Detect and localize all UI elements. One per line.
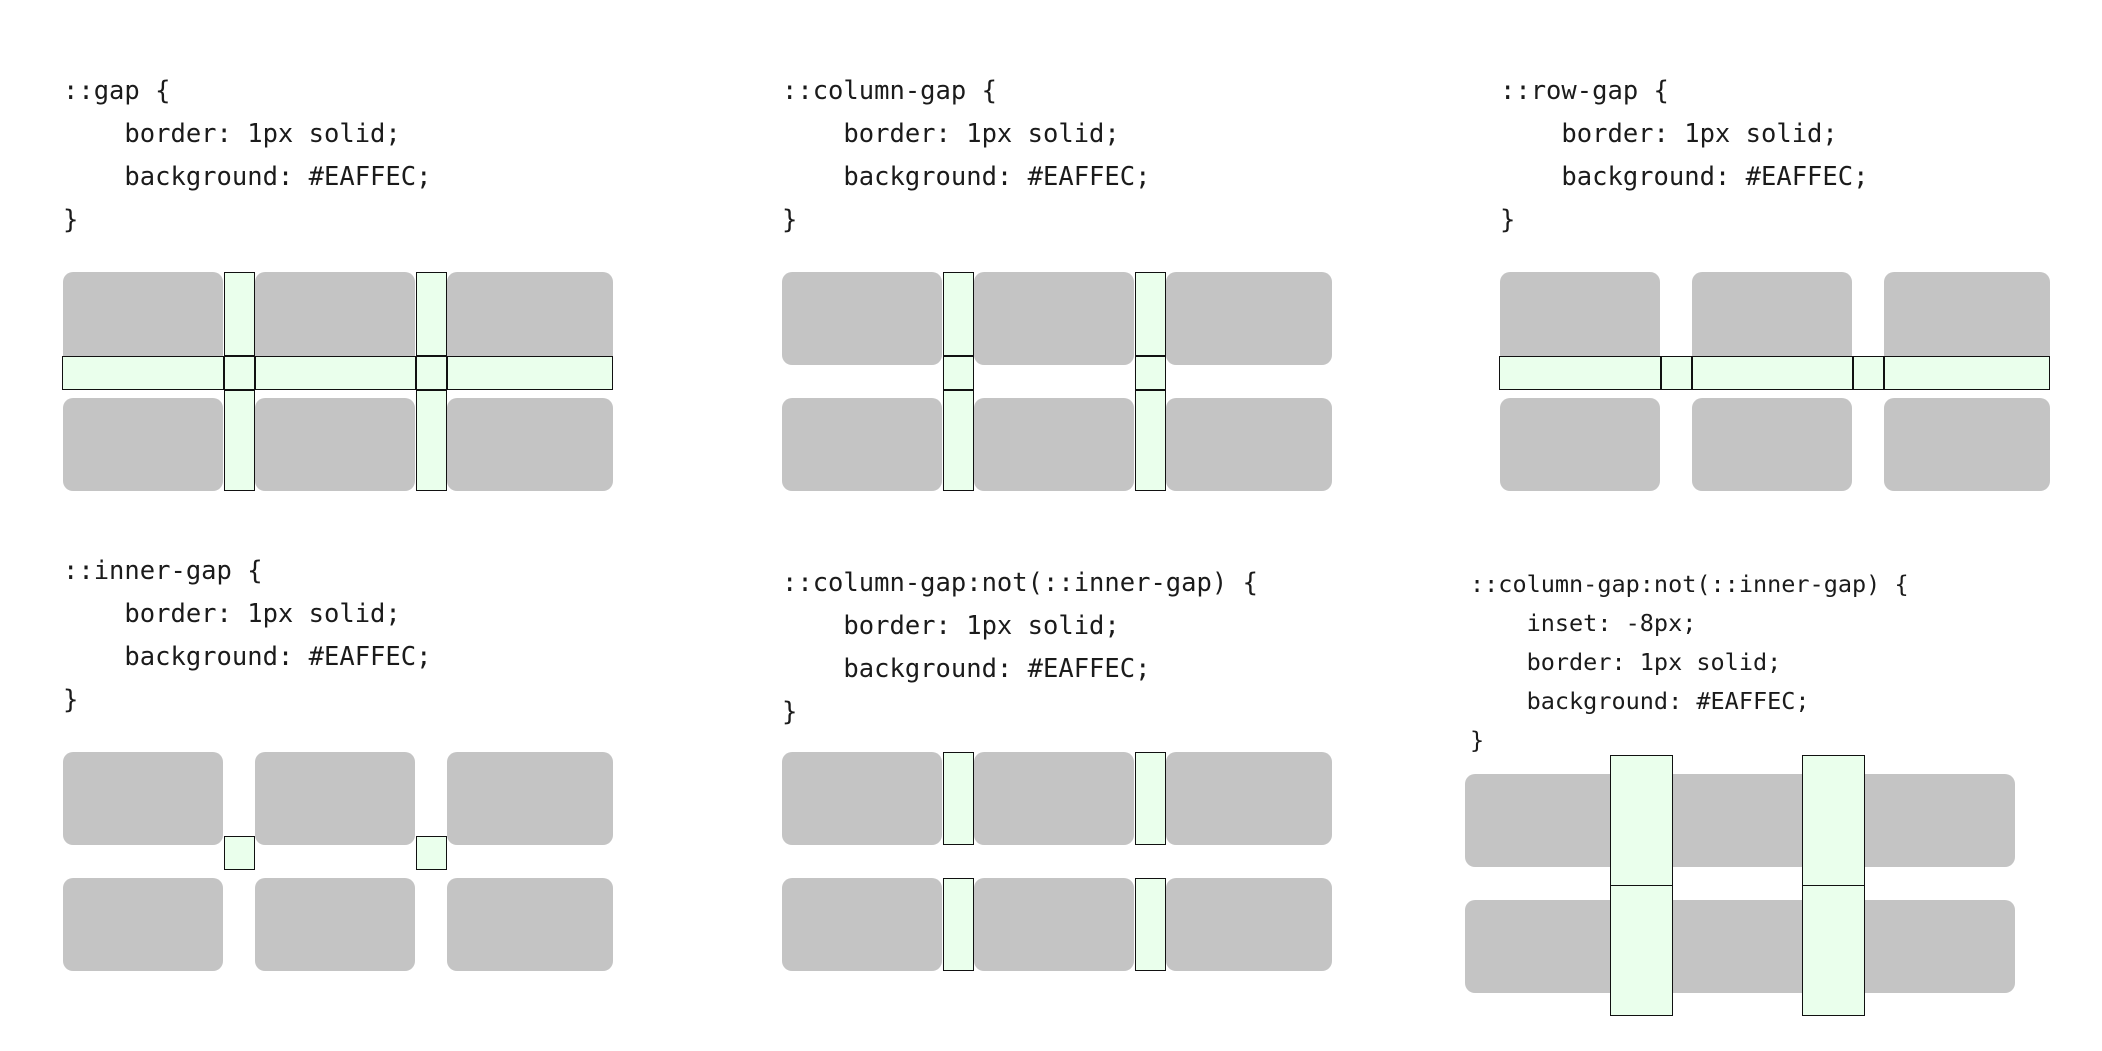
grid-cell xyxy=(1465,900,1625,993)
grid-cell xyxy=(255,398,415,491)
diagram-column-gap xyxy=(782,268,1332,491)
column-gap-segment xyxy=(1135,390,1166,491)
inner-gap-cell xyxy=(416,836,447,870)
inner-gap-cell xyxy=(224,836,255,870)
grid-cell xyxy=(447,752,613,845)
column-gap-segment xyxy=(943,272,974,356)
grid-cell xyxy=(1692,398,1852,491)
row-gap-segment xyxy=(1692,356,1853,390)
grid-cell xyxy=(1166,272,1332,365)
code-block-column-gap-not-inner-gap: ::column-gap:not(::inner-gap) { border: … xyxy=(782,568,1258,727)
grid-cell xyxy=(255,752,415,845)
column-gap-segment xyxy=(1135,878,1166,971)
diagram-row-gap xyxy=(1499,268,2050,491)
grid-cell xyxy=(782,878,942,971)
row-gap-segment xyxy=(1884,356,2050,390)
column-gap-segment-inset xyxy=(1802,755,1865,886)
grid-cell xyxy=(1692,272,1852,365)
row-gap-segment xyxy=(62,356,224,390)
column-gap-segment xyxy=(416,390,447,491)
column-gap-segment xyxy=(943,752,974,845)
row-gap-segment xyxy=(447,356,613,390)
grid-cell xyxy=(974,272,1134,365)
panel-gap: ::gap { border: 1px solid; background: #… xyxy=(63,70,431,242)
row-gap-segment xyxy=(1661,356,1692,390)
grid-cell xyxy=(1500,398,1660,491)
grid-cell xyxy=(974,752,1134,845)
column-gap-segment-inset xyxy=(1610,885,1673,1016)
grid-cell xyxy=(1884,398,2050,491)
column-gap-segment xyxy=(224,272,255,356)
grid-cell xyxy=(974,398,1134,491)
column-gap-segment-inset xyxy=(1802,885,1865,1016)
grid-cell xyxy=(782,752,942,845)
diagram-column-gap-not-inner-gap-inset xyxy=(1465,748,2025,1016)
code-block-row-gap: ::row-gap { border: 1px solid; backgroun… xyxy=(1500,76,1869,235)
grid-cell xyxy=(782,272,942,365)
grid-cell xyxy=(447,272,613,365)
code-block-inner-gap: ::inner-gap { border: 1px solid; backgro… xyxy=(63,556,432,715)
grid-cell xyxy=(1465,774,1625,867)
panel-column-gap-not-inner-gap: ::column-gap:not(::inner-gap) { border: … xyxy=(782,562,1258,734)
grid-cell xyxy=(974,878,1134,971)
grid-cell xyxy=(782,398,942,491)
diagram-column-gap-not-inner-gap xyxy=(782,748,1332,971)
row-gap-segment xyxy=(1853,356,1884,390)
grid-cell xyxy=(63,272,223,365)
inner-gap-cell xyxy=(416,356,447,390)
row-gap-segment xyxy=(1499,356,1661,390)
column-gap-segment xyxy=(1135,356,1166,390)
column-gap-segment xyxy=(224,390,255,491)
panel-inner-gap: ::inner-gap { border: 1px solid; backgro… xyxy=(63,550,431,722)
grid-cell xyxy=(1849,774,2015,867)
grid-cell xyxy=(1166,752,1332,845)
inner-gap-cell xyxy=(224,356,255,390)
panel-column-gap-not-inner-gap-inset: ::column-gap:not(::inner-gap) { inset: -… xyxy=(1470,565,1909,760)
grid-cell xyxy=(447,398,613,491)
grid-cell xyxy=(1849,900,2015,993)
grid-cell xyxy=(63,878,223,971)
column-gap-segment-inset xyxy=(1610,755,1673,886)
diagram-inner-gap xyxy=(63,748,613,971)
code-block-column-gap: ::column-gap { border: 1px solid; backgr… xyxy=(782,76,1151,235)
grid-cell xyxy=(1166,878,1332,971)
grid-cell xyxy=(447,878,613,971)
panel-column-gap: ::column-gap { border: 1px solid; backgr… xyxy=(782,70,1150,242)
grid-cell xyxy=(1884,272,2050,365)
column-gap-segment xyxy=(943,878,974,971)
grid-cell xyxy=(1657,900,1817,993)
grid-cell xyxy=(255,878,415,971)
code-block-gap: ::gap { border: 1px solid; background: #… xyxy=(63,76,432,235)
grid-cell xyxy=(1166,398,1332,491)
row-gap-segment xyxy=(255,356,416,390)
column-gap-segment xyxy=(416,272,447,356)
column-gap-segment xyxy=(943,390,974,491)
grid-cell xyxy=(63,398,223,491)
diagram-gap xyxy=(62,268,613,491)
code-block-column-gap-not-inner-gap-inset: ::column-gap:not(::inner-gap) { inset: -… xyxy=(1470,570,1909,754)
panel-row-gap: ::row-gap { border: 1px solid; backgroun… xyxy=(1500,70,1868,242)
grid-cell xyxy=(1500,272,1660,365)
grid-cell xyxy=(63,752,223,845)
column-gap-segment xyxy=(943,356,974,390)
grid-cell xyxy=(255,272,415,365)
column-gap-segment xyxy=(1135,272,1166,356)
grid-cell xyxy=(1657,774,1817,867)
column-gap-segment xyxy=(1135,752,1166,845)
